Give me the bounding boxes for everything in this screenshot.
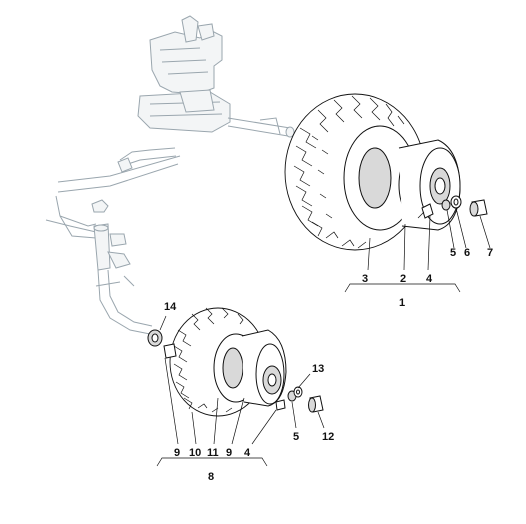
callout-5-top: 5 <box>450 247 456 259</box>
callout-5-bottom: 5 <box>293 431 299 443</box>
inner-spacer-9 <box>163 343 177 359</box>
large-valve-stem <box>417 203 434 219</box>
small-cap-12 <box>308 395 324 413</box>
callout-8: 8 <box>208 471 214 483</box>
large-bushing-5 <box>441 199 451 211</box>
leader-lines <box>156 207 491 467</box>
bearing-14 <box>147 329 163 347</box>
callout-9-right: 9 <box>226 447 232 459</box>
callout-7: 7 <box>487 247 493 259</box>
callout-4-bottom: 4 <box>244 447 251 459</box>
callout-12: 12 <box>322 431 334 443</box>
callout-10: 10 <box>189 447 201 459</box>
callout-14: 14 <box>164 301 177 313</box>
large-cap-7 <box>469 199 488 217</box>
ghost-transaxle <box>137 15 295 138</box>
small-tire <box>169 307 267 417</box>
callout-9-left: 9 <box>174 447 180 459</box>
small-tire-tread-pattern <box>173 307 244 413</box>
callout-6: 6 <box>464 247 470 259</box>
large-tire-tread-pattern <box>293 95 405 249</box>
callout-4-top: 4 <box>426 273 433 285</box>
small-rim <box>241 329 287 407</box>
callout-13: 13 <box>312 363 324 375</box>
large-washer-6 <box>450 195 462 209</box>
callout-1: 1 <box>399 297 405 309</box>
small-washer-13 <box>293 386 303 398</box>
ghost-steering-frame <box>45 147 181 335</box>
small-valve-stem <box>275 399 286 411</box>
callout-3: 3 <box>362 273 368 285</box>
large-rim <box>398 139 461 231</box>
callout-2: 2 <box>400 273 406 285</box>
callout-11: 11 <box>207 447 219 459</box>
